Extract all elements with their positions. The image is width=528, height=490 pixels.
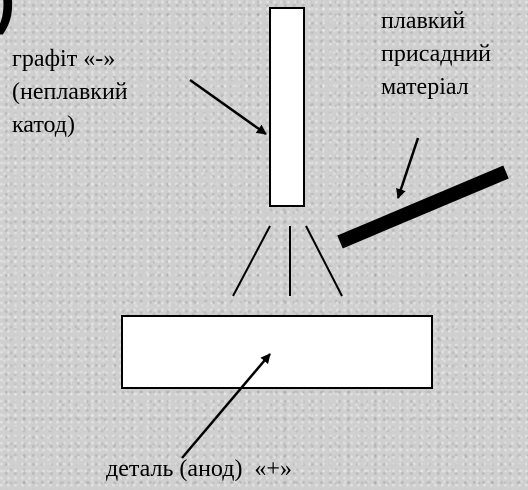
cathode-pointer-arrow <box>189 78 267 136</box>
corner-paren: ) <box>0 0 15 36</box>
graphite-electrode <box>269 7 305 207</box>
part-pointer-arrow <box>181 353 271 459</box>
label-graphite-cathode: графіт «-» (неплавкий катод) <box>12 46 128 138</box>
filler-pointer-arrow <box>396 137 420 199</box>
filler-rod <box>337 165 509 249</box>
label-part-anode: деталь (анод) «+» <box>106 456 292 482</box>
arc-ray-left <box>232 225 271 297</box>
workpiece-anode <box>121 315 433 389</box>
arc-ray-right <box>305 225 343 297</box>
label-filler-material: плавкий присадний матеріал <box>381 8 492 100</box>
